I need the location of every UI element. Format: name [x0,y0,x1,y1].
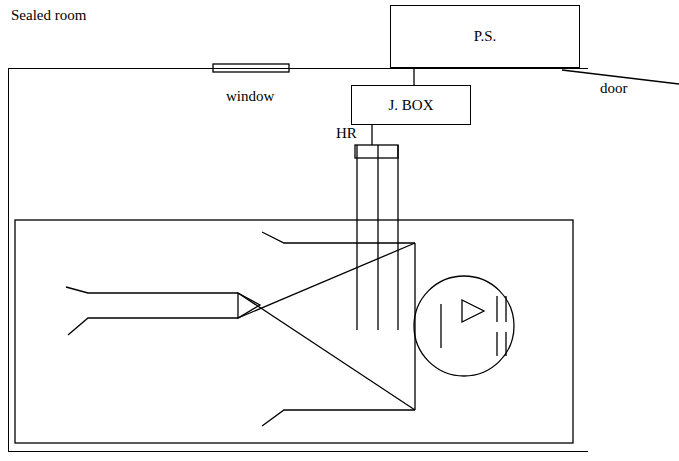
patient-figure [66,232,514,426]
power-supply-box: P.S. [390,5,580,68]
junction-box: J. BOX [351,85,471,125]
hr-leads [355,124,398,330]
lead-label: HR [334,125,359,142]
door-label: door [598,80,630,97]
room-outline: Sealed roomJ. BOX [8,68,588,452]
window-label: window [224,88,276,105]
box-label: J. BOX [388,97,433,114]
box-label: P.S. [474,28,497,45]
wire-connector [413,68,414,85]
room-title: Sealed room [11,7,86,24]
bed-outline [15,220,573,443]
